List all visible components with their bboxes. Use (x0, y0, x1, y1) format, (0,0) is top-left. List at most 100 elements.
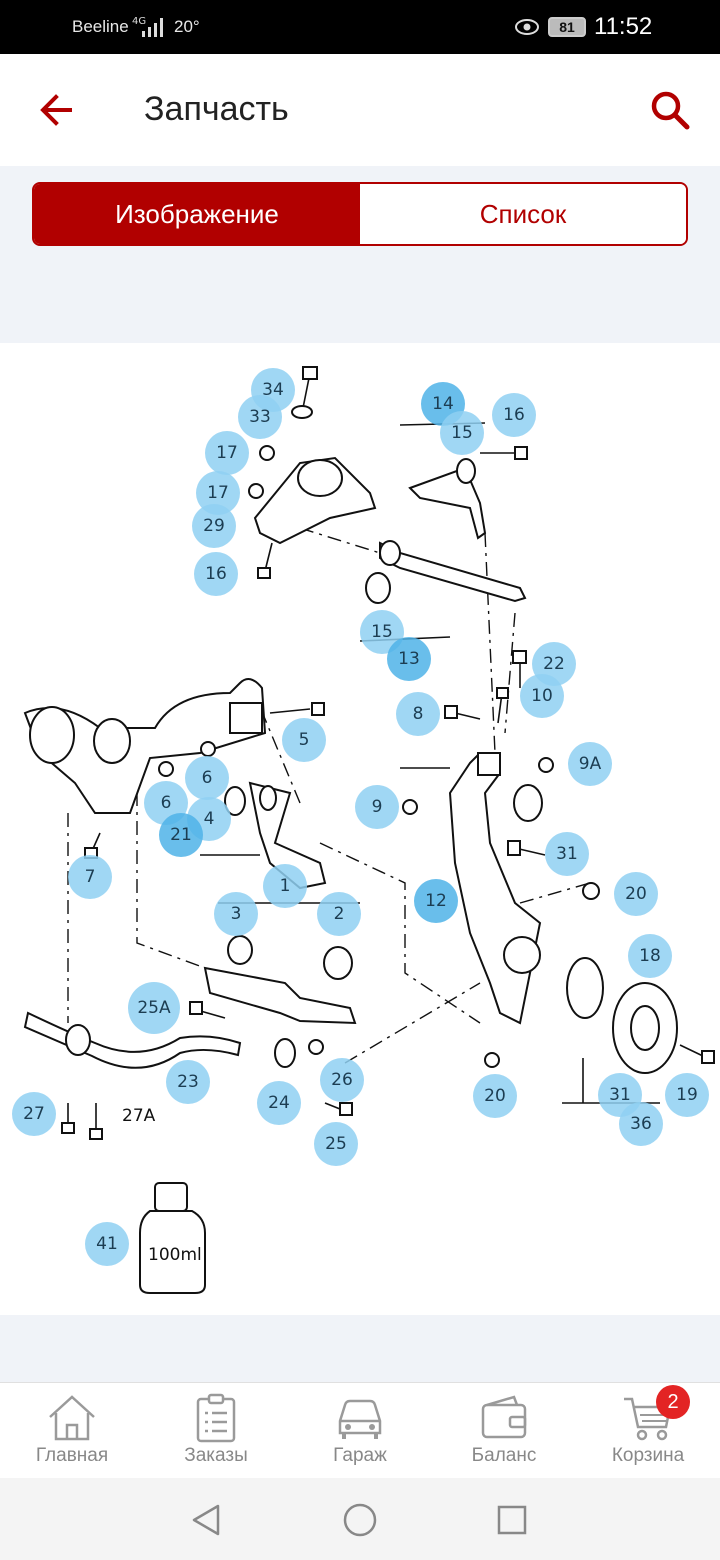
nav-garage[interactable]: Гараж (288, 1383, 432, 1478)
callout-5[interactable]: 5 (282, 718, 326, 762)
svg-text:29: 29 (203, 516, 225, 536)
callout-36[interactable]: 36 (619, 1102, 663, 1146)
callout-10[interactable]: 10 (520, 674, 564, 718)
callout-7[interactable]: 7 (68, 855, 112, 899)
svg-text:31: 31 (609, 1085, 631, 1105)
callout-29[interactable]: 29 (192, 504, 236, 548)
callout-16-lower[interactable]: 16 (194, 552, 238, 596)
bottom-navigation: Главная Заказы Гараж Баланс К (0, 1382, 720, 1478)
nav-home[interactable]: Главная (0, 1383, 144, 1478)
nav-home-label: Главная (35, 1445, 109, 1466)
eye-comfort-icon (515, 19, 539, 35)
svg-text:9A: 9A (579, 754, 602, 774)
temperature: 20° (174, 17, 200, 36)
nav-balance[interactable]: Баланс (432, 1383, 576, 1478)
svg-text:25A: 25A (137, 998, 171, 1018)
clock: 11:52 (594, 13, 653, 40)
svg-text:10: 10 (531, 686, 553, 706)
callout-1[interactable]: 1 (263, 864, 307, 908)
svg-text:17: 17 (207, 483, 229, 503)
callout-41[interactable]: 41 (85, 1222, 129, 1266)
wallet-icon (481, 1395, 527, 1439)
svg-text:36: 36 (630, 1114, 652, 1134)
home-circle-icon[interactable] (340, 1500, 380, 1540)
back-triangle-icon[interactable] (186, 1500, 226, 1540)
nav-cart-label: Корзина (611, 1445, 685, 1466)
callout-27[interactable]: 27 (12, 1092, 56, 1136)
svg-text:4G: 4G (132, 16, 146, 27)
svg-text:6: 6 (161, 793, 172, 813)
nav-cart[interactable]: Корзина 2 (576, 1383, 720, 1478)
recents-square-icon[interactable] (492, 1500, 532, 1540)
callout-20-lower[interactable]: 20 (473, 1074, 517, 1118)
tab-list[interactable]: Список (360, 184, 686, 244)
callout-19[interactable]: 19 (665, 1073, 709, 1117)
battery-indicator: 81 (548, 17, 586, 37)
system-navigation-bar (0, 1478, 720, 1560)
callout-15-lower[interactable]: 15 (360, 610, 404, 654)
svg-text:16: 16 (503, 405, 525, 425)
callout-23[interactable]: 23 (166, 1060, 210, 1104)
suspension-exploded-view: 100ml 27A 34 33 14 15 16 17 17 29 16 15 … (12, 366, 715, 1294)
callout-13[interactable]: 13 (387, 637, 431, 681)
search-icon[interactable] (646, 86, 694, 134)
lower-arm-rear (203, 935, 357, 1025)
label-27A: 27A (122, 1106, 156, 1126)
nav-orders[interactable]: Заказы (144, 1383, 288, 1478)
callout-15-upper[interactable]: 15 (440, 411, 484, 455)
svg-text:20: 20 (484, 1086, 506, 1106)
callout-18[interactable]: 18 (628, 934, 672, 978)
svg-text:41: 41 (96, 1234, 118, 1254)
callout-21[interactable]: 21 (159, 813, 203, 857)
callout-9A[interactable]: 9A (568, 742, 612, 786)
stabilizer-bar (23, 1011, 296, 1069)
callout-26[interactable]: 26 (320, 1058, 364, 1102)
svg-text:27: 27 (23, 1104, 45, 1124)
tab-image[interactable]: Изображение (34, 184, 360, 244)
carrier-name: Beeline (72, 17, 129, 36)
svg-text:14: 14 (432, 394, 454, 414)
svg-text:18: 18 (639, 946, 661, 966)
callout-2[interactable]: 2 (317, 892, 361, 936)
svg-text:21: 21 (170, 825, 192, 845)
car-icon (338, 1399, 382, 1439)
callout-31-knuckle[interactable]: 31 (545, 832, 589, 876)
svg-text:4: 4 (204, 809, 215, 829)
callout-17-a[interactable]: 17 (205, 431, 249, 475)
callout-17-b[interactable]: 17 (196, 471, 240, 515)
svg-text:8: 8 (413, 704, 424, 724)
svg-text:12: 12 (425, 891, 447, 911)
callout-24[interactable]: 24 (257, 1081, 301, 1125)
callout-9[interactable]: 9 (355, 785, 399, 829)
callout-8[interactable]: 8 (396, 692, 440, 736)
callout-16-upper[interactable]: 16 (492, 393, 536, 437)
cart-count-badge: 2 (656, 1385, 690, 1419)
callout-12[interactable]: 12 (414, 879, 458, 923)
svg-text:34: 34 (262, 380, 284, 400)
callout-33[interactable]: 33 (238, 395, 282, 439)
upper-mount (253, 456, 377, 545)
arrow-left-icon[interactable] (34, 86, 82, 134)
svg-text:17: 17 (216, 443, 238, 463)
svg-text:16: 16 (205, 564, 227, 584)
callout-25A[interactable]: 25A (128, 982, 180, 1034)
callout-25[interactable]: 25 (314, 1122, 358, 1166)
assembly-lines (67, 527, 591, 1064)
status-bar: Beeline 4G 20° 81 11:52 (0, 0, 720, 54)
svg-text:13: 13 (398, 649, 420, 669)
bottle-volume-label: 100ml (148, 1245, 202, 1265)
svg-text:5: 5 (299, 730, 310, 750)
callout-6-right[interactable]: 6 (185, 756, 229, 800)
callout-3[interactable]: 3 (214, 892, 258, 936)
callout-20-upper[interactable]: 20 (614, 872, 658, 916)
nav-balance-label: Баланс (471, 1445, 537, 1466)
svg-text:25: 25 (325, 1134, 347, 1154)
signal-icon: 4G (132, 16, 163, 37)
lower-arm-front (224, 781, 327, 890)
subframe (23, 678, 267, 814)
steering-knuckle (448, 752, 543, 1025)
page-title: Запчасть (144, 90, 289, 128)
fluid-bottle: 100ml (139, 1182, 206, 1294)
app-bar: Запчасть (0, 54, 720, 166)
svg-text:6: 6 (202, 768, 213, 788)
